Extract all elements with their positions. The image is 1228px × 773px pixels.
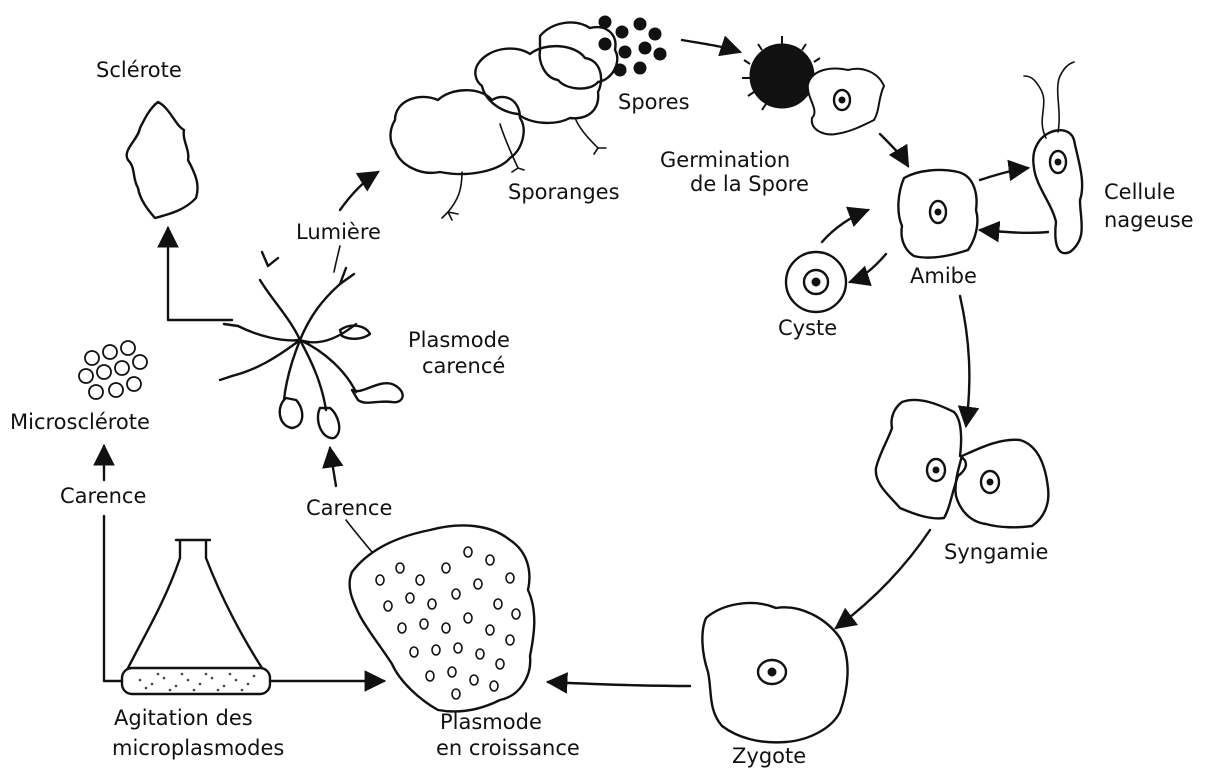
plasmode-carence [220,252,403,438]
plasmode-croissance [350,525,535,711]
cellule-nageuse [1024,62,1082,253]
arrow-flask-to-carence [104,516,122,681]
label-spores: Spores [618,90,690,114]
label-plasmode-croissance-2: en croissance [436,736,580,760]
label-sporanges: Sporanges [508,180,620,204]
flask-icon [122,540,270,694]
arrow-zygote-to-plasmode [548,682,690,686]
amibe-cell [898,170,977,258]
label-sclerote: Sclérote [96,58,182,82]
arrow-carence-up [330,448,336,486]
sclerote-shape [127,102,198,218]
label-zygote: Zygote [732,744,806,768]
label-germination-1: Germination [660,148,790,172]
cyste-cell [786,252,846,312]
arrow-plasmode-to-lumiere [334,246,340,272]
label-carence-center: Carence [306,496,392,520]
label-agitation-1: Agitation des [114,706,253,730]
label-carence-left: Carence [60,484,146,508]
arrow-croissance-to-carence [346,520,372,552]
label-plasmode-carence-1: Plasmode [408,328,510,352]
arrow-amibe-to-cellule [980,168,1028,180]
arrow-to-sclerote [168,228,232,320]
microsclerote-group [79,341,147,399]
zygote-cell [702,603,847,742]
label-germination-2: de la Spore [690,172,809,196]
arrow-amibe-to-syngamie [960,296,969,426]
arrow-amibe-to-cyste [850,254,886,282]
label-lumiere: Lumière [296,220,381,244]
arrow-cellule-to-amibe [980,230,1048,233]
label-agitation-2: microplasmodes [112,736,284,760]
arrow-cyste-to-amibe [822,210,868,242]
arrow-spores-to-germination [682,40,740,52]
label-cellule-1: Cellule [1104,180,1175,204]
label-cyste: Cyste [778,316,837,340]
label-amibe: Amibe [910,264,977,288]
arrow-plasmode-to-sporanges [340,172,378,210]
label-syngamie: Syngamie [944,540,1048,564]
label-plasmode-carence-2: carencé [422,354,505,378]
syngamie-cells [876,400,1049,527]
arrow-to-amibe [880,134,908,166]
label-plasmode-croissance-1: Plasmode [440,710,542,734]
label-cellule-2: nageuse [1104,208,1194,232]
germinating-spore [742,36,884,134]
label-microsclerote: Microsclérote [10,410,150,434]
arrow-syngamie-to-zygote [836,530,930,628]
